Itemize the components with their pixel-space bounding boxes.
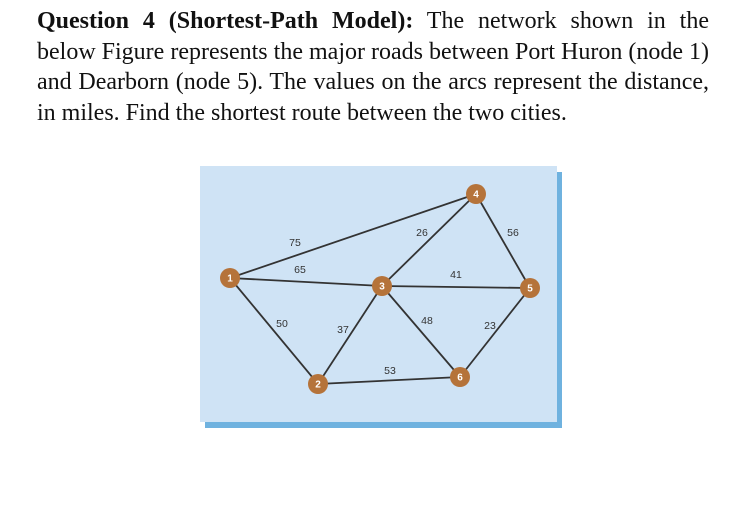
node-circle-6 [450,367,470,387]
node-1: 1 [220,268,240,288]
edge-6-5 [459,287,531,378]
edge-label-6-5: 23 [484,320,496,332]
node-label-5: 5 [527,284,533,295]
node-label-2: 2 [315,380,321,391]
edge-label-3-4: 26 [416,227,428,239]
node-label-1: 1 [227,274,233,285]
edge-3-4 [381,193,477,287]
edge-label-1-3: 65 [294,264,306,276]
question-title: Question 4 (Shortest-Path Model): [37,8,414,34]
node-circle-1 [220,268,240,288]
edge-label-2-3: 37 [337,324,349,336]
question-text: Question 4 (Shortest-Path Model): The ne… [37,6,709,128]
edge-label-3-5: 41 [450,269,462,281]
edge-2-6 [317,376,461,385]
node-label-6: 6 [457,373,463,384]
edge-1-2 [229,277,319,385]
node-6: 6 [450,367,470,387]
node-label-4: 4 [473,190,479,201]
edges-layer [229,193,531,385]
edge-2-3 [317,285,383,385]
panel-bottom-edge [205,421,562,428]
node-2: 2 [308,374,328,394]
node-circle-5 [520,278,540,298]
edge-1-4 [229,193,477,279]
node-5: 5 [520,278,540,298]
edge-3-6 [381,285,461,378]
node-4: 4 [466,184,486,204]
edge-1-3 [229,277,383,287]
node-circle-4 [466,184,486,204]
panel-edge [556,172,562,428]
question-body: The network shown in the below Figure re… [37,8,709,126]
edge-3-5 [381,285,531,289]
edge-label-1-2: 50 [276,318,288,330]
edge-label-1-4: 75 [289,237,301,249]
edge-labels-layer: 75 65 50 37 53 26 41 48 56 23 [276,227,519,377]
edge-4-5 [475,193,531,289]
node-3: 3 [372,276,392,296]
node-circle-3 [372,276,392,296]
node-label-3: 3 [379,282,385,293]
edge-label-3-6: 48 [421,315,433,327]
node-circle-2 [308,374,328,394]
edge-label-4-5: 56 [507,227,519,239]
edge-label-2-6: 53 [384,365,396,377]
